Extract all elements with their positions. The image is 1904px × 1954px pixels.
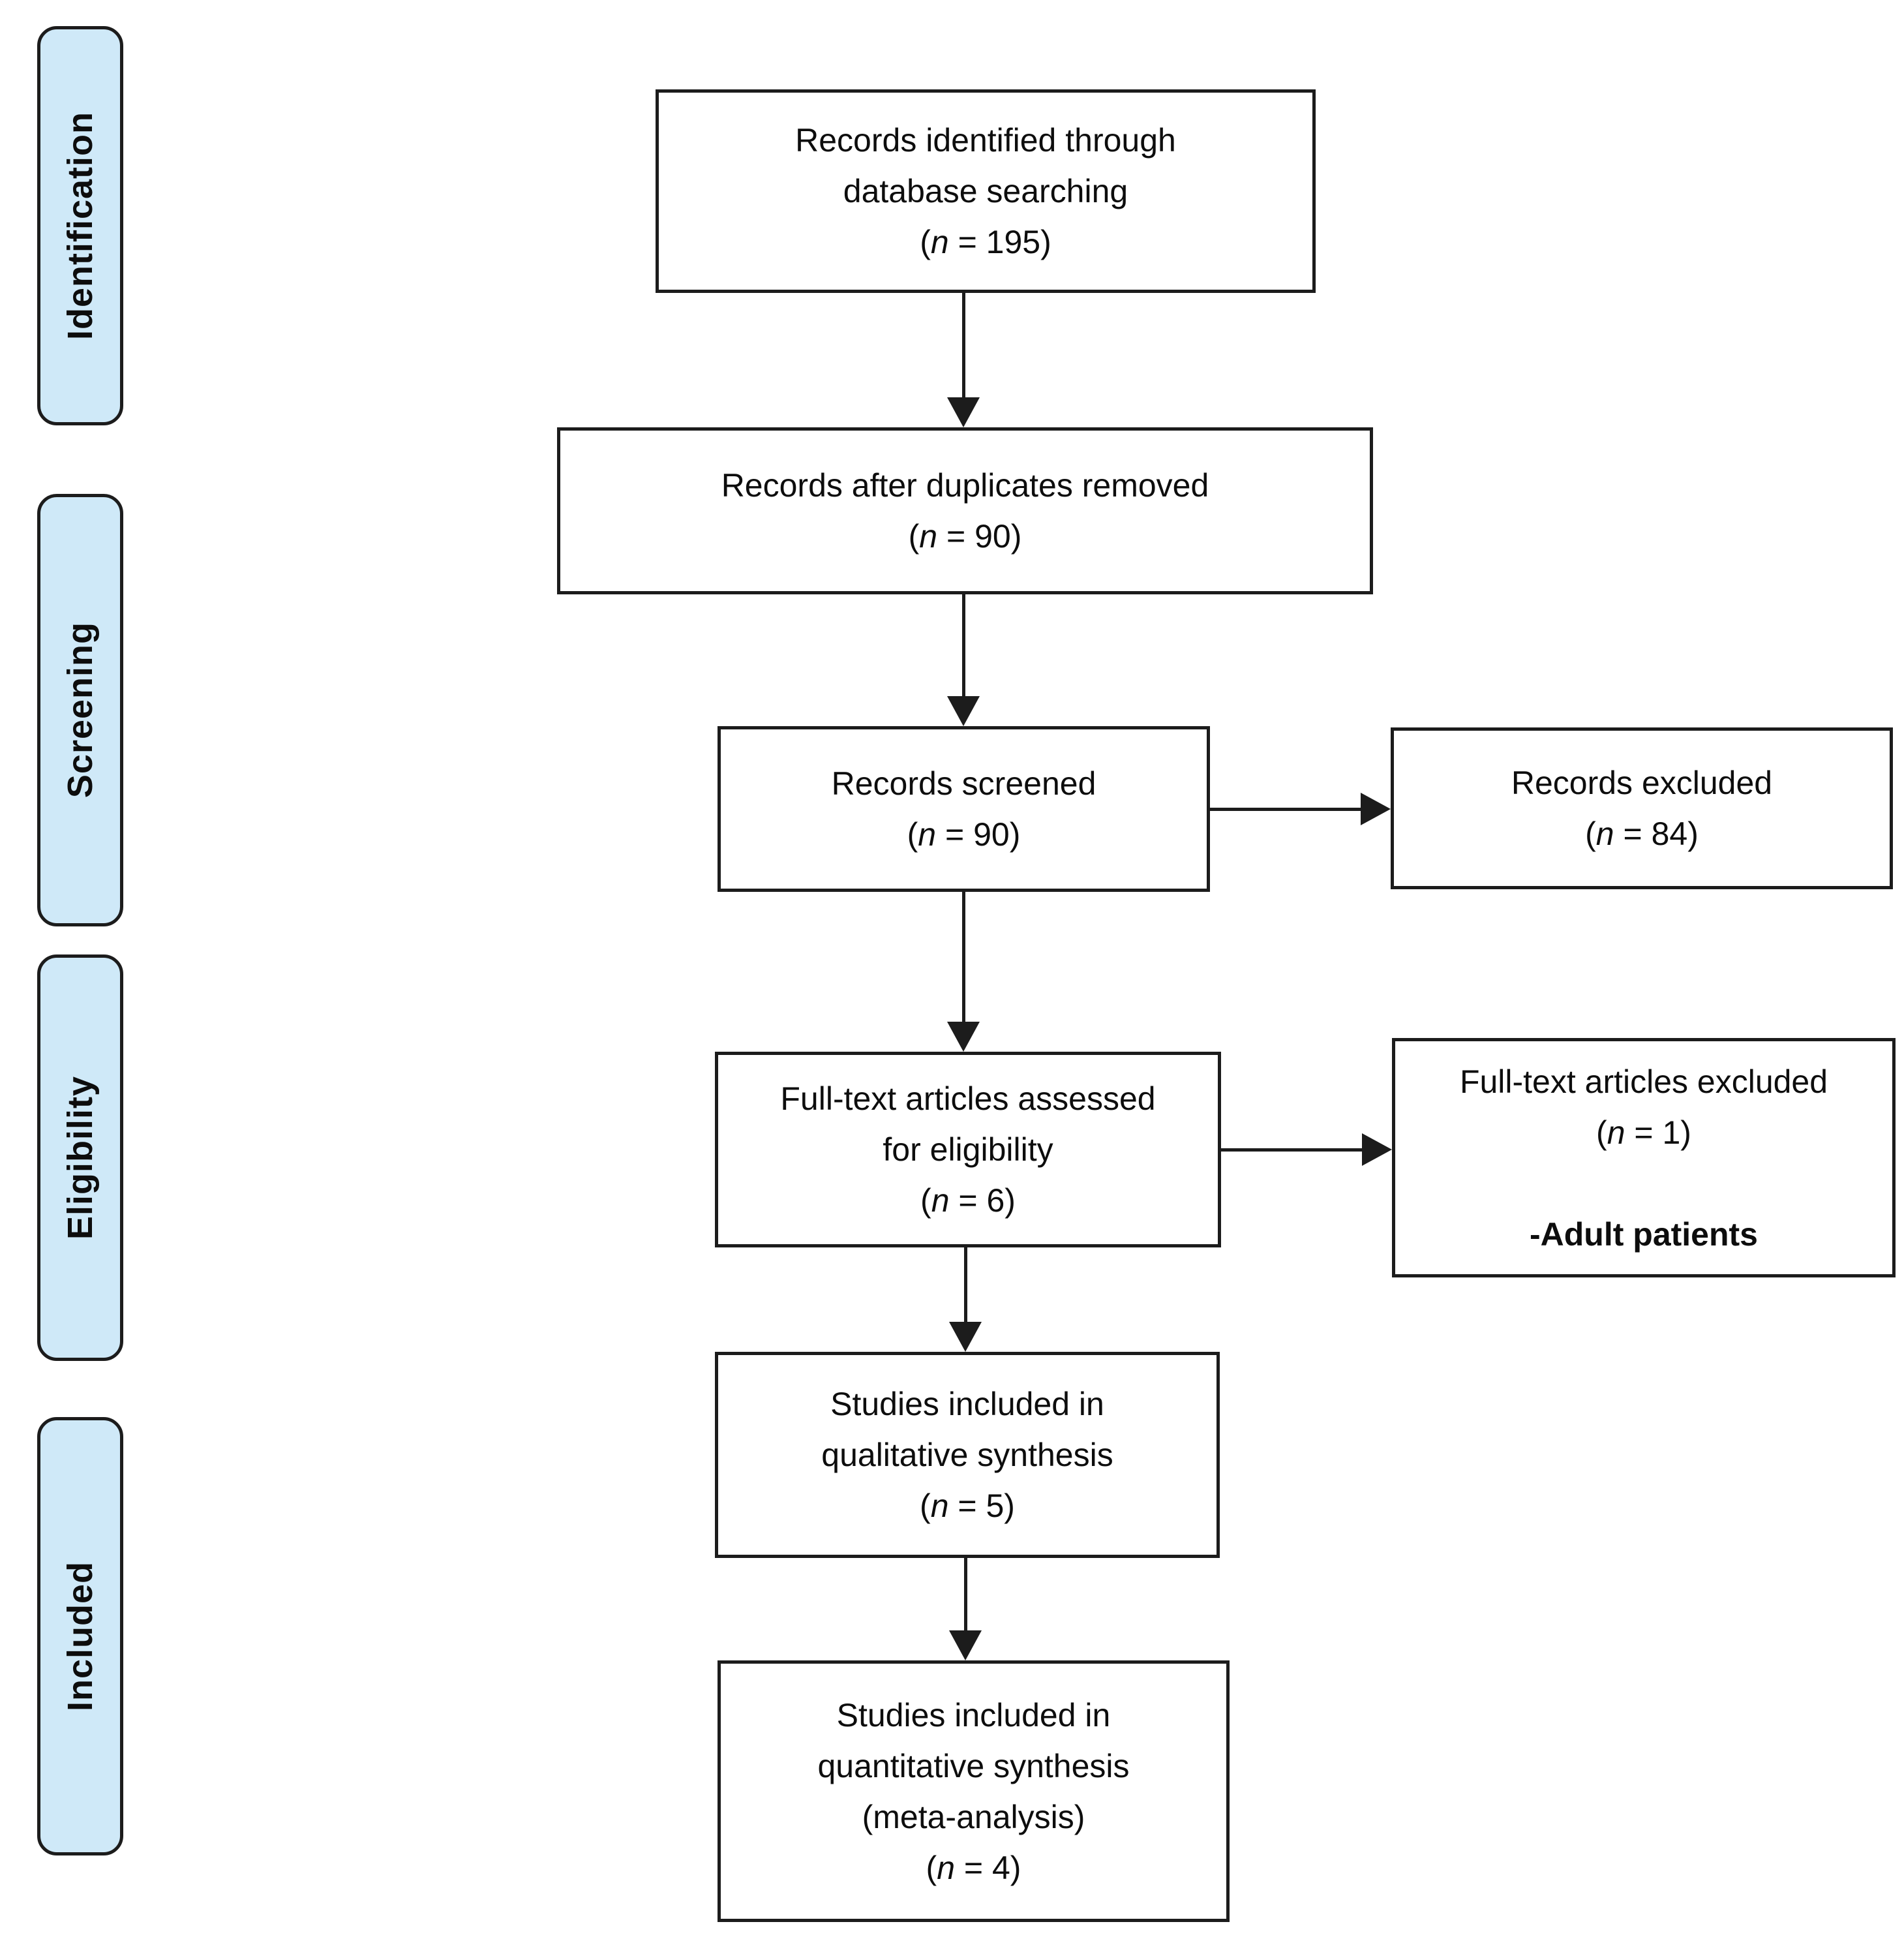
box-line: qualitative synthesis [821,1437,1113,1473]
arrow-fulltext-to-excluded [1221,1133,1392,1166]
arrow-head-down-icon [949,1630,982,1660]
box-line: Records after duplicates removed [721,467,1209,504]
arrow-identified-to-duplicates [947,293,980,427]
arrow-screened-to-excluded [1210,793,1391,825]
stage-label-screening: Screening [37,494,123,926]
box-line: quantitative synthesis [817,1747,1130,1784]
box-qualitative-included: Studies included in qualitative synthesis… [715,1352,1220,1558]
arrow-fulltext-to-qualitative [949,1247,982,1352]
arrow-head-down-icon [947,696,980,726]
box-line: database searching [843,173,1128,209]
arrow-head-down-icon [947,1022,980,1052]
stage-label-text: Eligibility [61,1075,100,1240]
box-quantitative-included: Studies included in quantitative synthesi… [718,1660,1230,1922]
arrow-line [1210,808,1362,811]
box-fulltext-assessed: Full-text articles assessed for eligibili… [715,1052,1221,1247]
box-line: (n = 84) [1585,816,1699,852]
box-line: (meta-analysis) [862,1798,1085,1835]
box-line: (n = 5) [920,1488,1015,1524]
stage-label-text: Identification [61,112,100,340]
box-line: Records excluded [1511,765,1773,801]
box-line: (n = 6) [920,1182,1016,1219]
box-line: (n = 195) [920,224,1051,260]
arrow-line [962,594,965,697]
stage-label-text: Screening [61,622,100,799]
arrow-screened-to-fulltext [947,892,980,1052]
arrow-line [964,1558,967,1632]
stage-label-eligibility: Eligibility [37,954,123,1361]
stage-label-text: Included [61,1561,100,1711]
box-line: Studies included in [836,1696,1111,1733]
box-line: for eligibility [883,1131,1053,1168]
stage-label-included: Included [37,1417,123,1855]
arrow-head-right-icon [1361,793,1391,825]
arrow-duplicates-to-screened [947,594,980,726]
box-line: Records identified through [795,122,1176,159]
box-line: Full-text articles excluded [1459,1063,1828,1100]
stage-label-identification: Identification [37,26,123,425]
box-line [1639,1158,1648,1209]
box-line: Full-text articles assessed [780,1080,1156,1117]
arrow-qualitative-to-quantitative [949,1558,982,1660]
box-records-excluded: Records excluded (n = 84) [1391,727,1893,889]
box-line: Studies included in [830,1386,1104,1422]
arrow-line [962,293,965,399]
box-line: Records screened [831,765,1096,802]
box-line: (n = 90) [908,518,1022,555]
box-line: -Adult patients [1530,1215,1758,1253]
arrow-line [1221,1148,1363,1152]
box-fulltext-excluded: Full-text articles excluded (n = 1) -Adul… [1392,1038,1896,1277]
box-line: (n = 90) [907,816,1021,853]
box-records-identified: Records identified through database searc… [656,89,1316,293]
arrow-head-right-icon [1362,1133,1392,1166]
arrow-head-down-icon [949,1322,982,1352]
box-line: (n = 1) [1596,1114,1691,1151]
box-line: (n = 4) [926,1849,1021,1886]
arrow-head-down-icon [947,397,980,427]
box-records-screened: Records screened (n = 90) [718,726,1210,892]
arrow-line [964,1247,967,1323]
arrow-line [962,892,965,1023]
box-records-after-duplicates: Records after duplicates removed (n = 90) [557,427,1373,594]
